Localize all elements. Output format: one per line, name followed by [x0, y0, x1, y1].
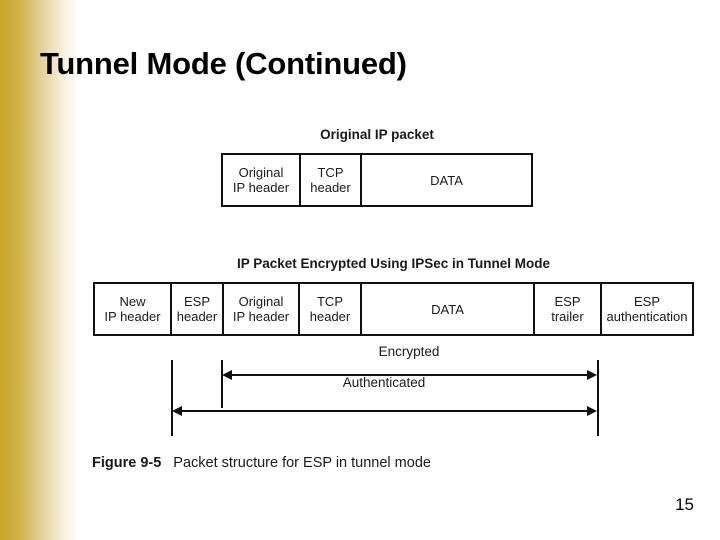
diagram-2-title: IP Packet Encrypted Using IPSec in Tunne… — [236, 256, 551, 271]
packet-cell-line: TCP — [316, 294, 343, 309]
packet-cell-line: IP header — [104, 309, 161, 324]
packet-cell-data: DATA — [362, 284, 535, 334]
packet-cell-line: IP header — [232, 180, 290, 195]
packet-cell-line: New — [119, 294, 146, 309]
packet-cell-line: ESP trailer — [551, 294, 584, 324]
packet-cell-line: TCP — [317, 165, 344, 180]
packet-cell-line: header — [309, 309, 351, 324]
diagram-1-packet-row: Original IP header TCP header DATA — [221, 153, 533, 207]
authenticated-span-label: Authenticated — [342, 375, 426, 390]
packet-cell-tcp-header: TCP header — [301, 155, 362, 205]
authenticated-span-start-tick — [171, 360, 173, 436]
packet-cell-esp-trailer: ESP trailer — [535, 284, 602, 334]
packet-cell-line: Original — [238, 294, 284, 309]
encrypted-span-arrowhead-left — [222, 370, 232, 380]
encrypted-span-arrowhead-right — [587, 370, 597, 380]
figure-caption-text: Packet structure for ESP in tunnel mode — [173, 455, 431, 471]
packet-cell-line: DATA — [431, 301, 464, 317]
packet-cell-original-ip-header: Original IP header — [223, 155, 301, 205]
encrypted-span-arrow-line — [231, 374, 587, 376]
packet-cell-line: ESP — [183, 294, 210, 309]
packet-cell-original-ip-header: Original IP header — [224, 284, 300, 334]
encrypted-span-start-tick — [221, 360, 223, 408]
encrypted-span-label: Encrypted — [378, 344, 440, 359]
span-end-tick — [597, 360, 599, 436]
packet-cell-line: IP header — [232, 309, 290, 324]
figure-caption-number: Figure 9-5 — [92, 455, 162, 471]
page-number: 15 — [675, 495, 694, 514]
diagram-1-title: Original IP packet — [320, 127, 434, 142]
packet-cell-line: Original — [238, 165, 284, 180]
packet-cell-esp-header: ESP header — [172, 284, 224, 334]
authenticated-span-arrowhead-right — [587, 406, 597, 416]
packet-cell-line: ESP — [633, 294, 660, 309]
figure-packet-structure: Original IP packet Original IP header TC… — [0, 110, 720, 500]
packet-cell-line: header — [176, 309, 218, 324]
packet-cell-line: header — [310, 180, 351, 195]
page-title: Tunnel Mode (Continued) — [40, 46, 407, 81]
packet-cell-data: DATA — [362, 155, 531, 205]
decorative-gold-gradient-band — [0, 0, 84, 540]
diagram-2-packet-row: New IP header ESP header Original IP hea… — [93, 282, 694, 336]
packet-cell-line: DATA — [430, 172, 463, 188]
packet-cell-line: authentication — [606, 309, 688, 324]
authenticated-span-arrow-line — [181, 410, 587, 412]
packet-cell-tcp-header: TCP header — [300, 284, 362, 334]
packet-cell-new-ip-header: New IP header — [95, 284, 172, 334]
figure-caption: Figure 9-5 Packet structure for ESP in tu… — [92, 455, 431, 471]
authenticated-span-arrowhead-left — [172, 406, 182, 416]
packet-cell-esp-authentication: ESP authentication — [602, 284, 692, 334]
